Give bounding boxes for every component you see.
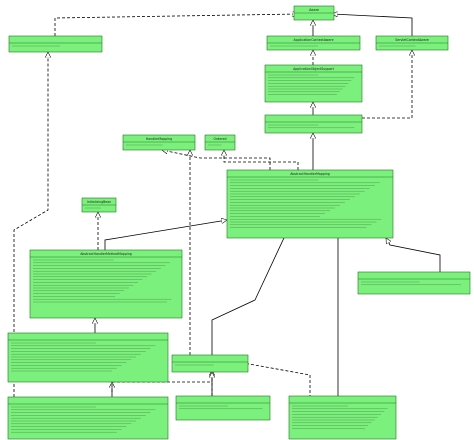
class-box-servlet-context-aware: ServletContextAware: [375, 35, 449, 51]
class-box-handler-mapping: HandlerMapping: [122, 134, 196, 151]
class-name: InitializingBean: [87, 200, 111, 204]
class-box-aware: Aware: [293, 5, 335, 21]
connector-empty-to-ahm: [385, 238, 441, 272]
class-box-body: [357, 271, 471, 295]
class-name: Ordered: [214, 137, 227, 141]
class-box-body: [175, 395, 271, 421]
class-box-simple-url-handler-mapping: [288, 395, 397, 440]
class-box-body: [204, 134, 236, 151]
class-box-initializing-bean: InitializingBean: [81, 197, 117, 213]
class-box-ordered: Ordered: [204, 134, 236, 151]
connector-simpleurl-to-match: [238, 362, 311, 398]
class-box-body: [264, 114, 363, 134]
class-name: ServletContextAware: [395, 38, 429, 42]
connector-servlet-to-aware: [332, 14, 413, 36]
class-box-body: [226, 169, 394, 239]
class-name: HandlerMapping: [146, 137, 172, 141]
connector-simpleurl-to-ahm: [330, 225, 339, 396]
class-box-request-mapping-info-handler-mapping: [7, 332, 169, 383]
class-box-body: [8, 35, 103, 53]
class-box-application-object-support: ApplicationObjectSupport: [264, 64, 363, 103]
class-box-match-handler-mapping: [171, 354, 249, 373]
class-box-empty-handler-mapping: [357, 271, 471, 295]
class-box-abstract-handler-method-mapping: AbstractHandlerMethodMapping: [29, 249, 183, 319]
connector-embedded-to-aware: [54, 14, 298, 36]
class-name: Aware: [309, 8, 319, 12]
class-name: AbstractHandlerMethodMapping: [80, 252, 132, 256]
connector-rmhm-to-embedded: [13, 52, 48, 397]
connector-ahm-to-handlermapping: [162, 150, 271, 170]
class-box-body: [288, 395, 397, 440]
connector-waos-to-servlet: [362, 50, 412, 119]
class-box-abstract-handler-mapping: AbstractHandlerMapping: [226, 169, 394, 239]
class-box-request-mapping-handler-mapping: [7, 396, 169, 440]
class-box-body: [171, 354, 249, 373]
class-box-body: [29, 249, 183, 319]
class-name: ApplicationContextAware: [293, 38, 333, 42]
class-box-embedded-value-resolver-aware: [8, 35, 103, 53]
class-box-simple-url-handler-mapping-left: [175, 395, 271, 421]
class-name: AbstractHandlerMapping: [290, 172, 330, 176]
class-box-body: [7, 332, 169, 383]
class-box-web-application-object-support: [264, 114, 363, 134]
class-box-application-context-aware: ApplicationContextAware: [266, 35, 361, 51]
connector-ahmm-to-ahm: [104, 220, 227, 250]
class-name: ApplicationObjectSupport: [293, 67, 335, 71]
class-box-body: [122, 134, 196, 151]
connector-ahm-to-ordered: [224, 150, 299, 170]
